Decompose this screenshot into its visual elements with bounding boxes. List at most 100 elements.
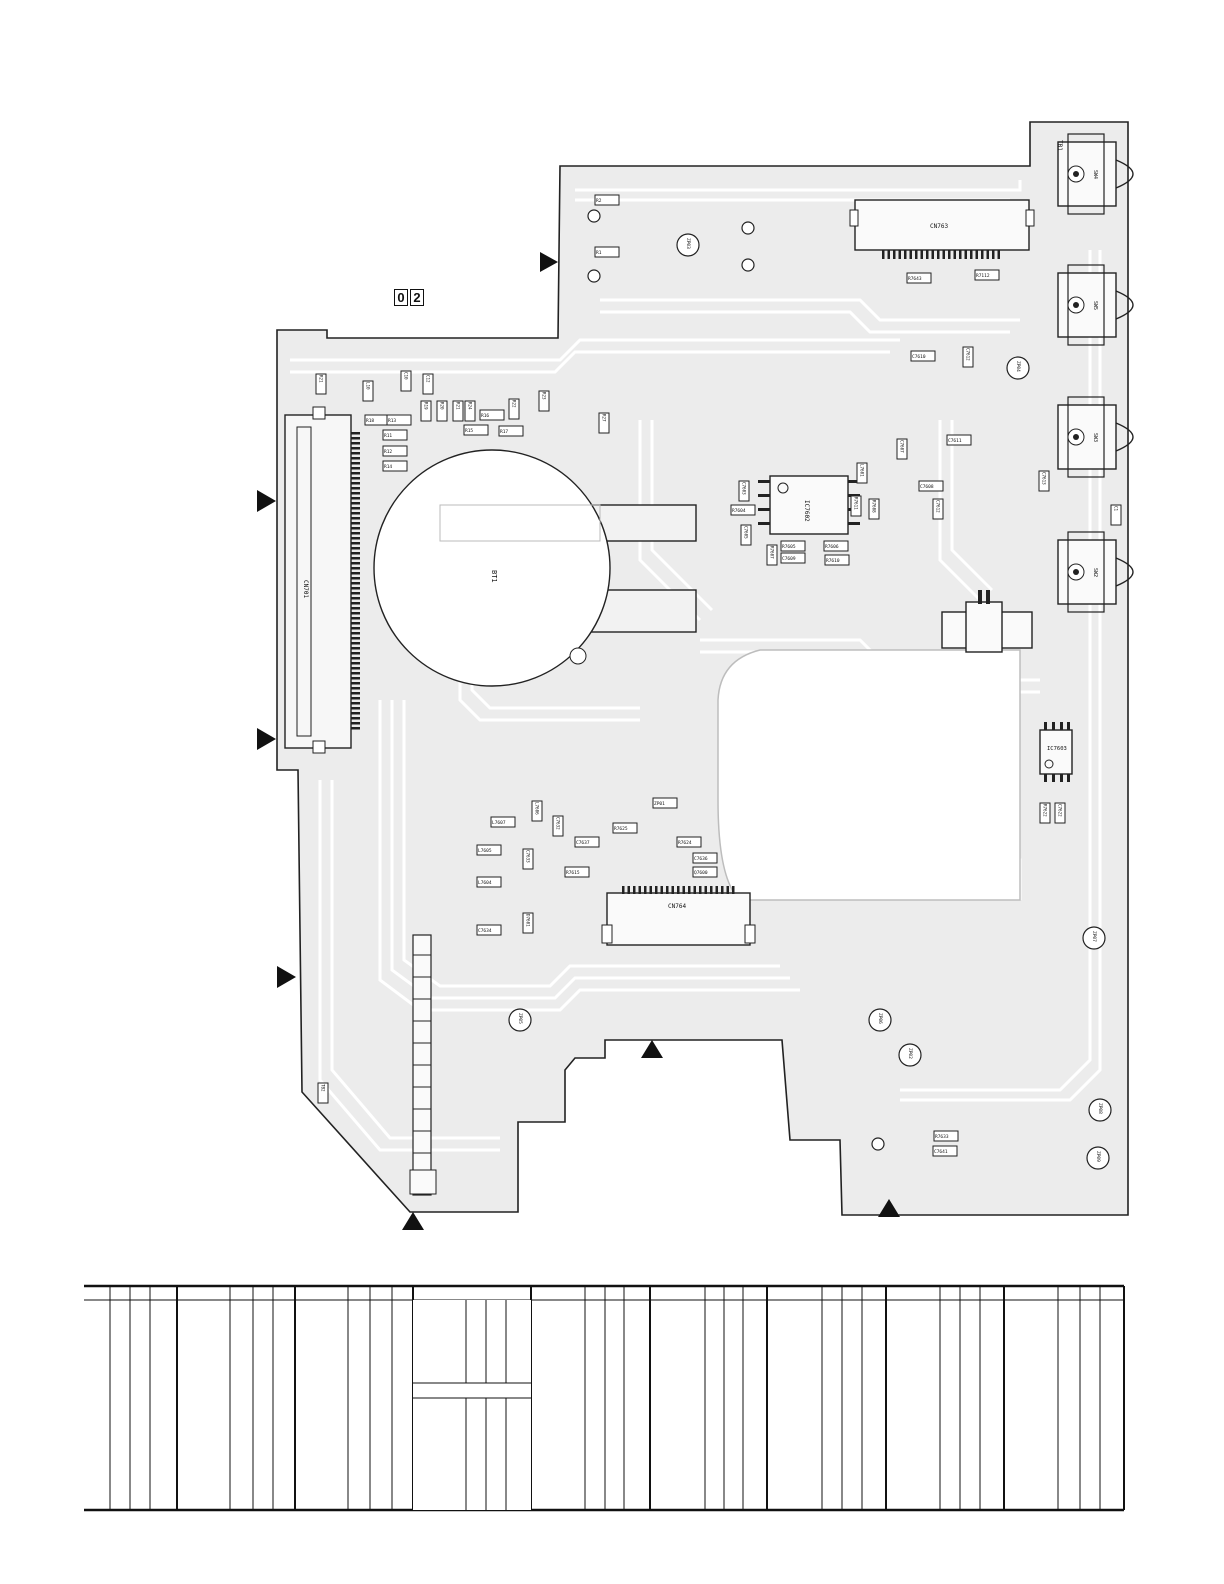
connector-pin (677, 886, 680, 894)
component-label: R2 (596, 198, 602, 204)
component: R14 (382, 460, 408, 472)
component-label: C7608 (920, 484, 934, 490)
connector-pin (893, 250, 896, 259)
connector-pin (351, 542, 360, 545)
page-marker-digit-2: 2 (410, 289, 424, 306)
component: D7601 (522, 912, 534, 934)
component-label: C7633 (526, 850, 531, 863)
connector-pin (351, 607, 360, 610)
connector-pin (351, 652, 360, 655)
connector-bottom-label: CN764 (668, 903, 686, 910)
connector-pin (351, 532, 360, 535)
connector-pin (351, 527, 360, 530)
mounting-hole (587, 269, 601, 283)
connector-pin (351, 432, 360, 435)
connector-pin (726, 886, 729, 894)
connector-pin (981, 250, 984, 259)
battery-holder: BT1 (373, 449, 697, 687)
connector-pin (351, 677, 360, 680)
connector-pin (351, 577, 360, 580)
component: R7607 (766, 544, 778, 566)
component-label: R18 (366, 418, 374, 424)
component-label: C7634 (478, 928, 492, 934)
connector-pin (351, 467, 360, 470)
component-label: R17 (500, 429, 508, 435)
large-clear-area (717, 649, 1021, 901)
component: R21 (452, 400, 464, 422)
connector-pin (915, 250, 918, 259)
component: R11 (382, 429, 408, 441)
component: R7622 (1039, 802, 1051, 824)
component-label: R7622 (1043, 804, 1048, 817)
connector-pin (904, 250, 907, 259)
connector-pin (351, 502, 360, 505)
connector-pin (351, 477, 360, 480)
connector-pin (351, 517, 360, 520)
component: ZP05 (508, 1008, 532, 1032)
battery-label: BT1 (490, 570, 498, 583)
component: R7610 (824, 554, 850, 566)
component: C7636 (692, 852, 718, 864)
connector-pin (622, 886, 625, 894)
connector-pin (666, 886, 669, 894)
component: ZP01 (652, 797, 678, 809)
arrow-marker (257, 728, 276, 750)
connector-top-label: CN763 (930, 223, 948, 230)
connector-pin (660, 886, 663, 894)
component-label: R7624 (678, 840, 692, 846)
component: R7633 (933, 1130, 959, 1142)
slide-switch (941, 590, 1033, 653)
component-label: L7606 (535, 802, 540, 815)
component: C7622 (1054, 802, 1066, 824)
component: C7611 (946, 434, 972, 446)
component-label: R7615 (566, 870, 580, 876)
component: C7632 (552, 815, 564, 837)
component: L7604 (476, 876, 502, 888)
component: R15 (463, 424, 489, 436)
connector-pin (909, 250, 912, 259)
mounting-hole (871, 1137, 885, 1151)
component: C7605 (740, 524, 752, 546)
component-label: R7605 (782, 544, 796, 550)
component-label: R27 (602, 414, 607, 422)
connector-top: CN763 (849, 199, 1035, 251)
connector-pin (644, 886, 647, 894)
component: R18 (364, 414, 390, 426)
component: R22 (508, 398, 520, 420)
connector-pin (710, 886, 713, 894)
connector-pin (351, 692, 360, 695)
component: C7609 (780, 552, 806, 564)
component-label: R21 (319, 375, 324, 383)
component: C7641 (932, 1145, 958, 1157)
connector-pin (997, 250, 1000, 259)
component: Q7600 (692, 866, 718, 878)
component: C7612 (932, 498, 944, 520)
connector-pin (633, 886, 636, 894)
component-label: ZP06 (877, 1013, 883, 1024)
connector-pin (992, 250, 995, 259)
connector-pin (351, 622, 360, 625)
component: ZP08 (1088, 1098, 1112, 1122)
component-label: ZP03 (685, 238, 691, 249)
connector-pin (699, 886, 702, 894)
component-label: C7609 (782, 556, 796, 562)
component: L7605 (476, 844, 502, 856)
component-label: R7643 (908, 276, 922, 282)
connector-pin (351, 442, 360, 445)
connector-left-pins (351, 432, 360, 730)
connector-pin (721, 886, 724, 894)
connector-pin (351, 687, 360, 690)
component-label: C7612 (966, 348, 971, 361)
component: C7612 (962, 346, 974, 368)
connector-pin (351, 462, 360, 465)
connector-pin (351, 717, 360, 720)
ic-center-label: IC7602 (803, 500, 810, 522)
connector-pin (351, 697, 360, 700)
component: C7607 (896, 438, 908, 460)
connector-pin (351, 647, 360, 650)
connector-pin (351, 492, 360, 495)
component: R7625 (612, 822, 638, 834)
page-marker-digit-1: 0 (394, 289, 408, 306)
